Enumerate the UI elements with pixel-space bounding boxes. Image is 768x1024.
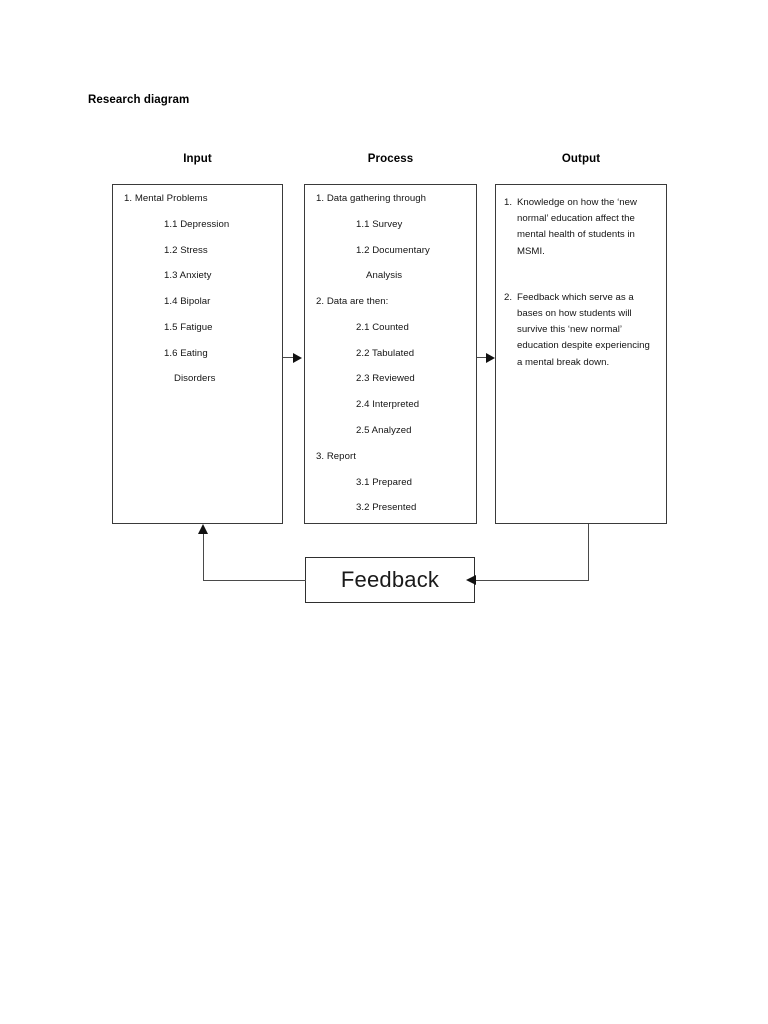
process-box-line: 3.2 Presented (356, 502, 417, 514)
output-item-number: 2. (504, 291, 513, 303)
input-box-line: 1.3 Anxiety (164, 270, 212, 282)
output-box: 1. Knowledge on how the ‘new normal’ educ… (495, 184, 667, 524)
process-box-line: 2.1 Counted (356, 321, 409, 333)
process-box-content: 1. Data gathering through 1.1 Survey 1.2 D… (305, 185, 476, 529)
connector-feedback-rise (203, 534, 205, 581)
process-box-line: 1.1 Survey (356, 218, 403, 230)
column-header-output: Output (561, 153, 601, 165)
page-title: Research diagram (88, 94, 190, 106)
column-header-process: Process (367, 153, 414, 165)
input-box-line: 1.5 Fatigue (164, 321, 213, 333)
output-box-content: 1. Knowledge on how the ‘new normal’ educ… (496, 185, 666, 371)
input-box-line: 1.6 Eating (164, 347, 208, 359)
connector-output-drop (588, 524, 590, 581)
process-box-line: 2.5 Analyzed (356, 425, 412, 437)
feedback-label: Feedback (340, 567, 440, 592)
output-box-item: 1. Knowledge on how the ‘new normal’ educ… (504, 195, 657, 260)
arrow-left-icon-output-to-feedback (466, 574, 476, 585)
input-box-line: 1.2 Stress (164, 244, 208, 256)
connector-input-to-process (283, 357, 297, 359)
output-item-text: Knowledge on how the ‘new normal’ educat… (517, 197, 637, 257)
process-box-line: 3.1 Prepared (356, 476, 413, 488)
process-box-line: 3. Report (316, 450, 356, 462)
process-box-line: 2. Data are then: (316, 296, 389, 308)
feedback-box: Feedback (305, 557, 475, 603)
input-box-line: Disorders (174, 373, 216, 385)
arrow-right-icon-process-to-output (486, 352, 495, 363)
input-box: 1. Mental Problems 1.1 Depression 1.2 Stre… (112, 184, 283, 524)
process-box-line: 2.2 Tabulated (356, 347, 415, 359)
input-box-content: 1. Mental Problems 1.1 Depression 1.2 Stre… (113, 185, 282, 400)
input-box-line: 1.4 Bipolar (164, 296, 211, 308)
connector-process-to-output (477, 357, 490, 359)
output-box-item: 2. Feedback which serve as a bases on how… (504, 290, 657, 371)
arrow-right-icon-input-to-process (293, 352, 302, 363)
connector-output-to-feedback (476, 580, 589, 582)
column-header-input: Input (183, 153, 212, 165)
input-box-line: 1. Mental Problems (124, 193, 208, 204)
process-box-line: 1.2 Documentary (356, 244, 430, 256)
arrow-up-icon-feedback-to-input (197, 524, 208, 534)
process-box: 1. Data gathering through 1.1 Survey 1.2 D… (304, 184, 477, 524)
output-item-number: 1. (504, 197, 513, 208)
process-box-line: 2.3 Reviewed (356, 373, 415, 385)
output-item-text: Feedback which serve as a bases on how s… (517, 291, 650, 368)
process-box-line: 1. Data gathering through (316, 193, 427, 204)
connector-feedback-to-input (203, 580, 306, 582)
input-box-line: 1.1 Depression (164, 218, 230, 230)
process-box-line: Analysis (366, 270, 403, 282)
process-box-line: 2.4 Interpreted (356, 399, 420, 411)
